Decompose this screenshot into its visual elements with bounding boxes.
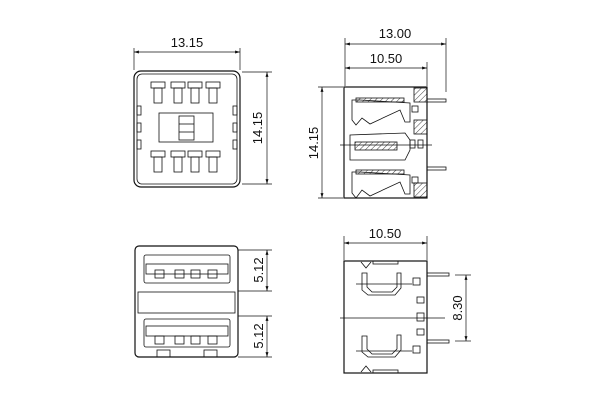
section-height-dimension: 14.15 — [306, 127, 321, 160]
lower-port-dimension: 5.12 — [251, 323, 266, 348]
center-tongue — [158, 112, 214, 143]
pin — [426, 272, 450, 277]
front-outline — [133, 70, 241, 188]
pin — [426, 166, 447, 171]
front-width-dimension: 13.15 — [171, 35, 204, 50]
upper-port-dimension: 5.12 — [251, 257, 266, 282]
side-section-view: 13.00 10.50 14.15 — [306, 26, 447, 199]
section-body-dimension: 10.50 — [370, 51, 403, 66]
front-view: 13.15 14.15 — [133, 35, 272, 188]
section-outline — [343, 86, 428, 199]
section-overall-dimension: 13.00 — [379, 26, 412, 41]
rear-outline — [134, 245, 239, 358]
lower-port — [143, 318, 231, 348]
side-body-dimension: 10.50 — [369, 226, 402, 241]
side-view: 10.50 8.30 — [340, 226, 471, 374]
upper-port — [143, 254, 231, 284]
pin — [426, 98, 447, 103]
front-top-contacts — [150, 81, 221, 104]
pin — [426, 339, 450, 344]
front-bottom-contacts — [150, 150, 221, 173]
front-height-dimension: 14.15 — [250, 112, 265, 145]
rear-view: 5.12 5.12 — [134, 245, 272, 358]
pin-pitch-dimension: 8.30 — [450, 295, 465, 320]
